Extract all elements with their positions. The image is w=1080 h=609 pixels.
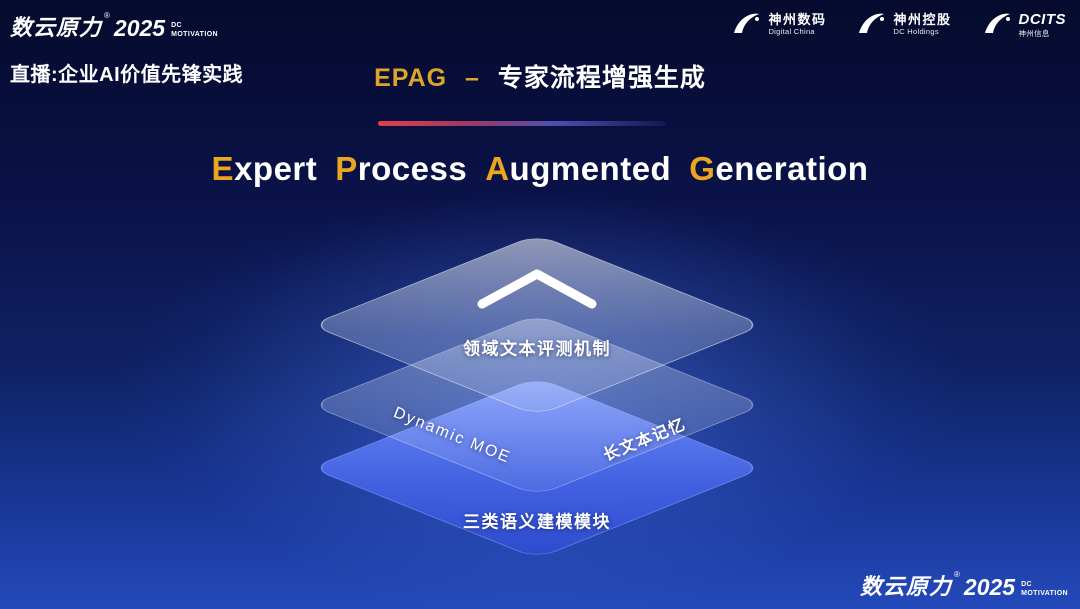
title-word: Process bbox=[335, 150, 468, 187]
swoosh-icon bbox=[859, 13, 885, 33]
partner-logos: 神州数码 Digital China 神州控股 DC Holdings DCIT… bbox=[731, 10, 1066, 38]
registered-mark: ® bbox=[954, 570, 960, 579]
brand-tagline-top: DC bbox=[171, 22, 183, 30]
page-title: Expert Process Augmented Generation bbox=[0, 150, 1080, 188]
top-layer-label: 领域文本评测机制 bbox=[463, 339, 611, 359]
logo-dcits: DCITS 神州信息 bbox=[982, 10, 1067, 38]
swoosh-icon bbox=[984, 13, 1010, 33]
brand-tagline: DC MOTIVATION bbox=[1021, 581, 1068, 598]
brand-wordmark: 数云原力 bbox=[860, 574, 953, 599]
brand-tagline-bottom: MOTIVATION bbox=[1021, 589, 1068, 597]
slide-title: EPAG – 专家流程增强生成 bbox=[0, 58, 1080, 94]
brand-tagline-bottom: MOTIVATION bbox=[171, 30, 218, 38]
brand-year: 2025 bbox=[113, 15, 166, 41]
logo-digital-china: 神州数码 Digital China bbox=[731, 10, 826, 38]
slide-title-acronym: EPAG bbox=[374, 64, 448, 92]
title-word: Expert bbox=[211, 150, 318, 187]
logo-name: 神州数码 bbox=[768, 11, 827, 27]
title-underline-gradient bbox=[378, 121, 666, 126]
logo-dc-holdings: 神州控股 DC Holdings bbox=[856, 10, 951, 38]
brand-year: 2025 bbox=[963, 574, 1016, 600]
title-word: Generation bbox=[689, 150, 869, 187]
swoosh-icon bbox=[734, 13, 760, 33]
brand-tagline: DC MOTIVATION bbox=[171, 22, 218, 39]
brand-logo-footer: 数云原力 ® 2025 DC MOTIVATION bbox=[860, 569, 1068, 601]
brand-tagline-top: DC bbox=[1021, 581, 1033, 589]
logo-subname: 神州信息 bbox=[1018, 28, 1050, 38]
bottom-layer-label: 三类语义建模模块 bbox=[463, 512, 611, 532]
slide-title-separator: – bbox=[465, 64, 480, 92]
chevron-up-icon bbox=[477, 269, 597, 309]
registered-mark: ® bbox=[104, 11, 110, 20]
logo-name: 神州控股 bbox=[893, 11, 952, 27]
live-stream-label: 直播:企业AI价值先锋实践 bbox=[10, 64, 244, 86]
logo-subname: DC Holdings bbox=[893, 27, 939, 37]
logo-name: DCITS bbox=[1018, 10, 1066, 28]
brand-logo-header: 数云原力 ® 2025 DC MOTIVATION bbox=[10, 10, 218, 42]
layer-top-evaluation bbox=[320, 238, 754, 412]
logo-subname: Digital China bbox=[768, 27, 815, 37]
title-word: Augmented bbox=[485, 150, 672, 187]
slide-title-subject: 专家流程增强生成 bbox=[497, 64, 706, 92]
brand-wordmark: 数云原力 bbox=[10, 15, 103, 40]
